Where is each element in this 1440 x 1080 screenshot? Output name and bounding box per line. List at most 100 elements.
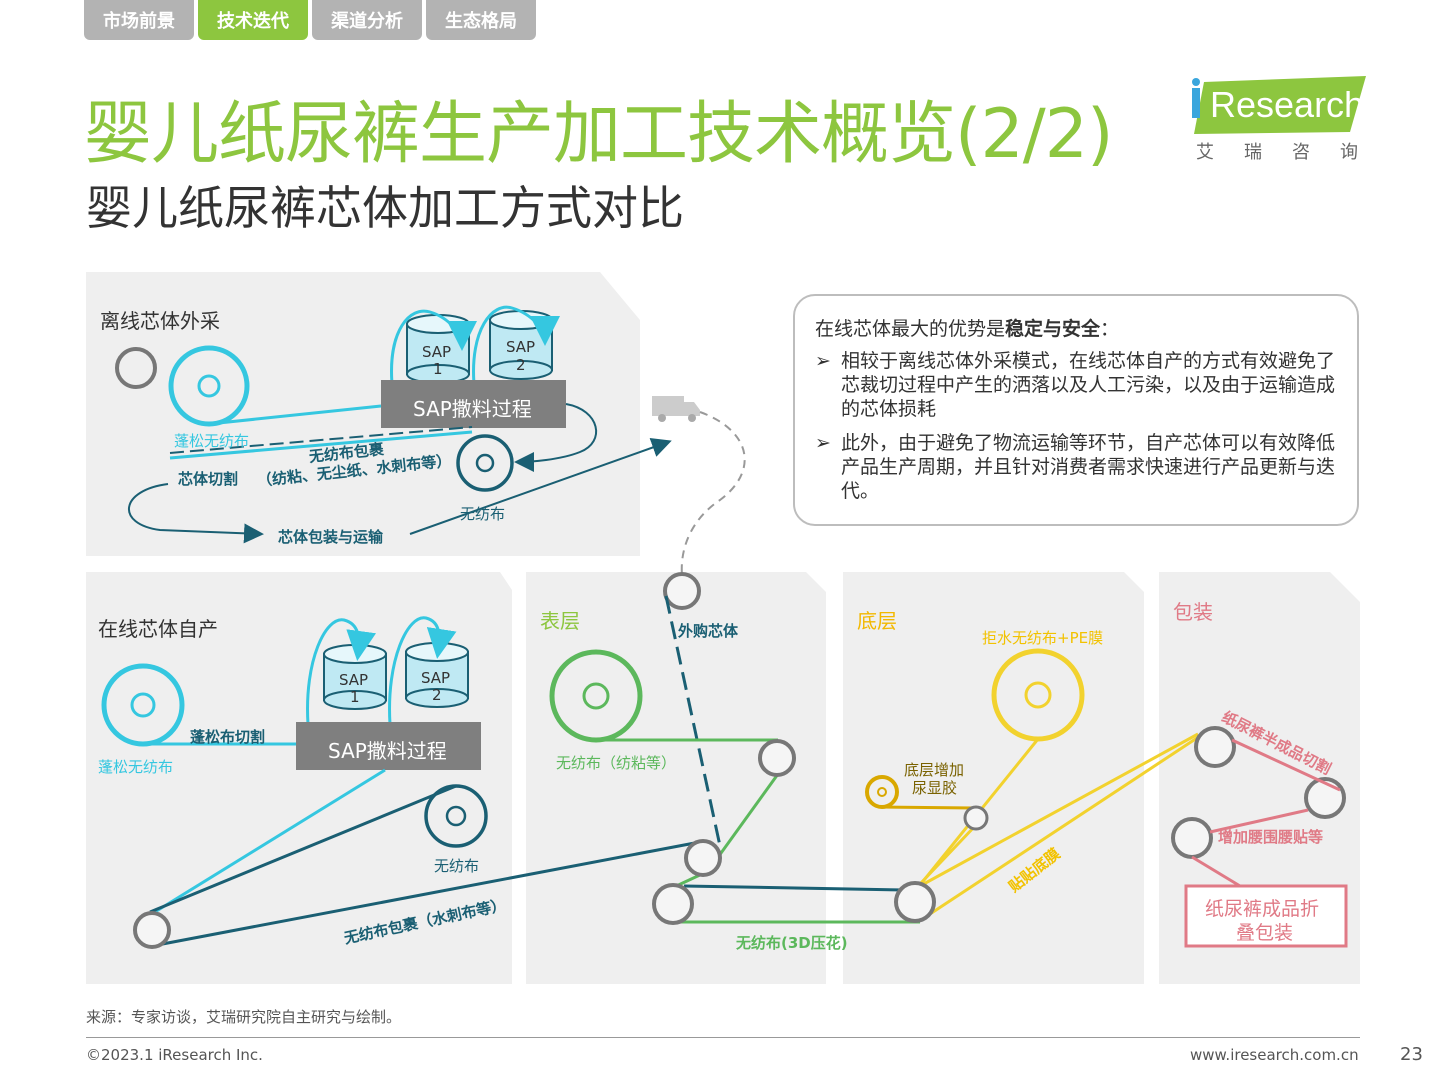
- panel-packaging: [1159, 572, 1360, 984]
- nav-tabs: 市场前景 技术迭代 渠道分析 生态格局: [84, 0, 536, 40]
- online-sap1-label: SAP: [339, 671, 369, 689]
- advantage-callout: 在线芯体最大的优势是稳定与安全： ➢ 相较于离线芯体外采模式，在线芯体自产的方式…: [793, 294, 1359, 526]
- top-web-2: [714, 773, 780, 861]
- pack-fold-line2: 叠包装: [1236, 922, 1294, 944]
- iresearch-logo: Research 艾瑞咨询: [1190, 76, 1370, 166]
- offline-sap2-num: 2: [516, 356, 526, 374]
- online-sap1-tank: [323, 644, 387, 710]
- online-fluff-cut-label: 蓬松布切割: [190, 728, 266, 746]
- logo-brand: Research: [1210, 84, 1365, 125]
- top-roller-low: [652, 883, 694, 925]
- callout-head-suffix: ：: [1100, 318, 1120, 340]
- bottom-film-roll-core: [1024, 681, 1052, 709]
- top-roller-mid: [684, 839, 722, 877]
- panel-top-layer: [526, 572, 826, 984]
- bullet-arrow-icon: ➢: [815, 432, 831, 454]
- online-fluff-label: 蓬松无纺布: [98, 758, 174, 776]
- online-sap1-feed: [306, 618, 377, 725]
- online-nonwoven-web: [149, 784, 457, 914]
- pack-waist-label: 增加腰围腰贴等: [1218, 828, 1324, 846]
- offline-nonwoven-label: 无纺布: [460, 505, 506, 523]
- callout-item-1: ➢ 相较于离线芯体外采模式，在线芯体自产的方式有效避免了芯裁切过程中产生的洒落以…: [815, 349, 1337, 421]
- pack-web-2: [1209, 808, 1309, 834]
- bottom-glue-roll-core: [877, 787, 887, 797]
- online-fluff-roll-core: [130, 692, 156, 718]
- offline-pack-ship-label: 芯体包装与运输: [278, 528, 384, 546]
- pack-fold-line1: 纸尿裤成品折: [1205, 898, 1320, 920]
- online-nonwoven-label: 无纺布: [434, 857, 480, 875]
- offline-core-line: [169, 430, 473, 460]
- bottom-roller: [894, 881, 936, 923]
- offline-fluff-label: 蓬松无纺布: [174, 432, 250, 450]
- transport-dash: [680, 411, 746, 576]
- bottom-film-web-2: [918, 823, 978, 886]
- top-core-roller: [663, 572, 701, 610]
- offline-idle-roll: [115, 347, 157, 389]
- page-number: 23: [1400, 1044, 1423, 1065]
- offline-fluff-roll-core: [197, 374, 221, 398]
- offline-sap1-num: 1: [433, 360, 443, 378]
- bottom-glue-roller: [963, 805, 989, 831]
- bottom-indicator-line2: 尿显胶: [912, 779, 958, 797]
- online-core-web: [149, 768, 386, 917]
- callout-heading: 在线芯体最大的优势是稳定与安全：: [815, 314, 1337, 341]
- top-outsourced-core-label: 外购芯体: [678, 622, 739, 640]
- online-sap2-feed: [388, 616, 457, 725]
- online-sap1-num: 1: [350, 688, 360, 706]
- online-sap2-num: 2: [432, 686, 442, 704]
- offline-process-label: SAP撒料过程: [413, 397, 532, 421]
- offline-process-box: [381, 380, 566, 428]
- offline-core-cut-label: 芯体切割: [178, 470, 239, 488]
- logo-cn: 艾瑞咨询: [1196, 142, 1388, 163]
- truck-icon: [652, 396, 700, 422]
- tab-market[interactable]: 市场前景: [84, 0, 194, 40]
- offline-sap2-label: SAP: [506, 338, 536, 356]
- offline-return-arrow: [514, 403, 598, 472]
- bottom-layer-label: 底层: [857, 609, 897, 633]
- offline-core-dash: [169, 426, 473, 454]
- offline-nonwoven-roll-core: [475, 453, 495, 473]
- callout-head-bold: 稳定与安全: [1005, 318, 1101, 340]
- panel-bottom-layer: [843, 572, 1144, 984]
- online-process-label: SAP撒料过程: [328, 739, 447, 763]
- offline-sap1-label: SAP: [422, 343, 452, 361]
- callout-head-prefix: 在线芯体最大的优势是: [815, 318, 1006, 340]
- page-subtitle: 婴儿纸尿裤芯体加工方式对比: [86, 181, 684, 235]
- offline-label: 离线芯体外采: [100, 309, 220, 333]
- callout-item-2-text: 此外，由于避免了物流运输等环节，自产芯体可以有效降低产品生产周期，并且针对消费者…: [841, 432, 1336, 502]
- tab-ecosystem[interactable]: 生态格局: [426, 0, 536, 40]
- tab-tech[interactable]: 技术迭代: [198, 0, 308, 40]
- offline-loop-arrow: [128, 483, 264, 544]
- online-label: 在线芯体自产: [98, 617, 218, 641]
- online-wrapped-web: [151, 840, 701, 948]
- online-nonwoven-roll-core: [445, 805, 467, 827]
- page-title: 婴儿纸尿裤生产加工技术概览(2/2): [84, 95, 1113, 174]
- top-core-dash: [664, 595, 722, 847]
- site-url[interactable]: www.iresearch.com.cn: [1190, 1046, 1359, 1064]
- online-sap2-label: SAP: [421, 669, 451, 687]
- packaging-label: 包装: [1173, 600, 1213, 624]
- online-process-box: [296, 722, 481, 770]
- pack-cut-roller: [1194, 726, 1236, 768]
- bottom-glue-web: [881, 805, 975, 810]
- pack-waist-roller: [1171, 817, 1213, 859]
- pack-web-1: [1231, 738, 1341, 792]
- callout-item-1-text: 相较于离线芯体外采模式，在线芯体自产的方式有效避免了芯裁切过程中产生的洒落以及人…: [841, 350, 1336, 420]
- footer-divider: [86, 1037, 1360, 1038]
- callout-item-2: ➢ 此外，由于避免了物流运输等环节，自产芯体可以有效降低产品生产周期，并且针对消…: [815, 431, 1337, 503]
- top-nonwoven-label: 无纺布（纺粘等）: [556, 754, 677, 772]
- pack-web-3: [1191, 855, 1241, 888]
- logo-shape: [1192, 76, 1366, 134]
- offline-sap1-feed: [390, 309, 477, 385]
- top-embossed-web-dark: [683, 884, 907, 892]
- offline-sap2-feed: [472, 305, 560, 385]
- online-wrap-roller: [133, 911, 171, 949]
- copyright: ©2023.1 iResearch Inc.: [86, 1046, 263, 1064]
- bottom-to-pack-web-2: [919, 732, 1199, 888]
- tab-channel[interactable]: 渠道分析: [312, 0, 422, 40]
- top-layer-label: 表层: [540, 609, 580, 633]
- top-embossed-label: 无纺布(3D压花): [736, 934, 848, 952]
- top-roller-right: [758, 739, 796, 777]
- bullet-arrow-icon: ➢: [815, 350, 831, 372]
